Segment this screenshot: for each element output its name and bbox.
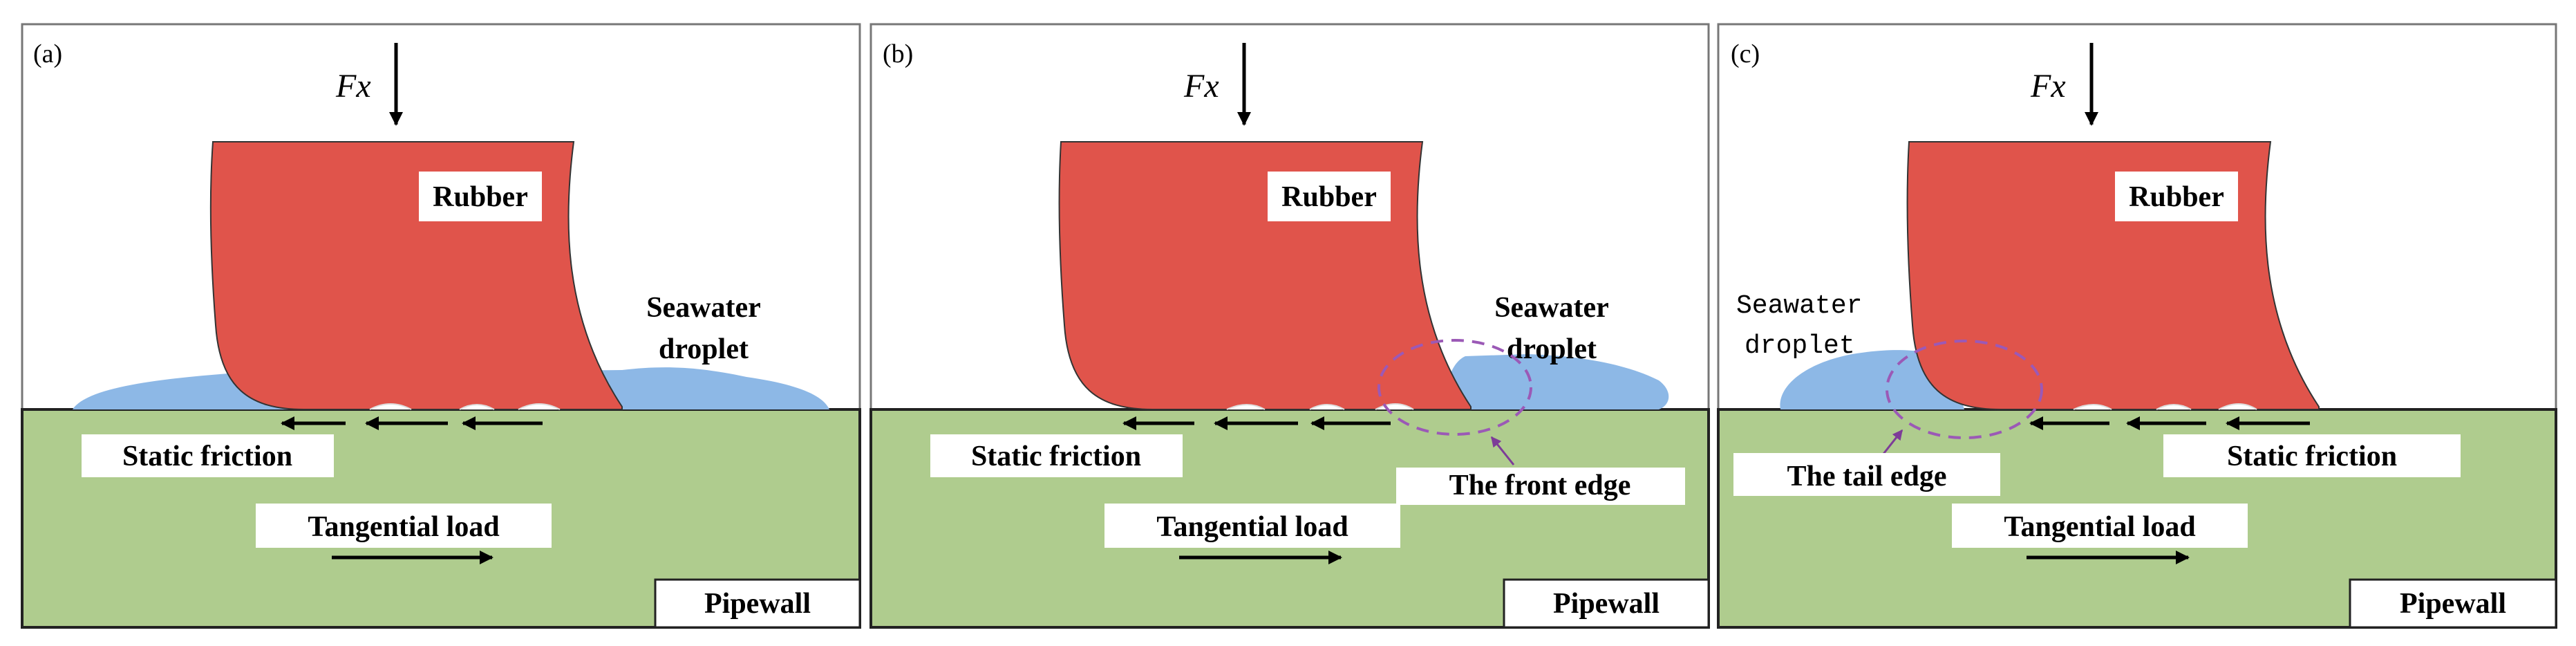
- tangential-load-box: [1104, 504, 1400, 548]
- front-edge-highlight: [1378, 339, 1532, 436]
- droplet-label-line1: Seawater: [1494, 292, 1609, 324]
- tail-edge-pointer: [1880, 429, 1903, 457]
- pipewall-label: Pipewall: [704, 588, 811, 620]
- static-friction-label: Static friction: [971, 441, 1141, 472]
- panel-a: (a) Fx Rubber Seawater droplet Static fr…: [21, 23, 861, 629]
- contact-bumps: [369, 403, 561, 410]
- tangential-load-label: Tangential load: [308, 511, 499, 543]
- contact-bumps: [1226, 403, 1414, 410]
- droplet-label-line2: droplet: [1507, 333, 1597, 365]
- panel-b: (b) Fx Rubber Seawater droplet Static fr…: [869, 23, 1710, 629]
- seawater-droplet: [1445, 354, 1669, 409]
- force-label: Fx: [2030, 68, 2066, 104]
- pipewall-label-box: [2349, 578, 2557, 629]
- droplet-label-line2: droplet: [1745, 331, 1855, 361]
- tangential-load-box: [1952, 504, 2248, 548]
- pipewall-label: Pipewall: [2400, 588, 2506, 620]
- pipewall-label-box: [654, 578, 861, 629]
- rubber-block: [1906, 141, 2320, 410]
- panel-tag: (b): [883, 39, 913, 68]
- contact-bumps: [2073, 403, 2257, 410]
- force-label: Fx: [1183, 68, 1219, 104]
- droplet-label-line1: Seawater: [1736, 291, 1862, 321]
- droplet-label-line2: droplet: [659, 333, 749, 365]
- tangential-load-label: Tangential load: [2004, 511, 2195, 543]
- rubber-label: Rubber: [433, 181, 528, 213]
- tail-edge-highlight: [1886, 340, 2043, 439]
- static-friction-box: [2163, 434, 2461, 477]
- pipewall-label-box: [1503, 578, 1710, 629]
- panel-tag: (c): [1731, 39, 1760, 68]
- front-edge-label: The front edge: [1449, 470, 1631, 501]
- rubber-label: Rubber: [2129, 181, 2224, 213]
- static-friction-label: Static friction: [122, 441, 292, 472]
- tangential-load-label: Tangential load: [1156, 511, 1348, 543]
- static-friction-box: [930, 434, 1183, 477]
- tail-edge-box: [1733, 453, 2000, 496]
- static-friction-box: [82, 434, 334, 477]
- panel-tag: (a): [33, 39, 62, 68]
- droplet-label-line1: Seawater: [646, 292, 761, 324]
- front-edge-box: [1396, 468, 1685, 505]
- panel-c: (c) Fx Rubber Seawater droplet The tail …: [1717, 23, 2557, 629]
- rubber-label-box: [2115, 172, 2238, 221]
- force-label: Fx: [335, 68, 371, 104]
- pipewall-label: Pipewall: [1553, 588, 1660, 620]
- front-edge-pointer: [1490, 436, 1515, 465]
- seawater-droplet: [1780, 350, 1964, 409]
- rubber-label: Rubber: [1281, 181, 1377, 213]
- tangential-load-box: [256, 504, 552, 548]
- rubber-label-box: [419, 172, 542, 221]
- static-friction-label: Static friction: [2227, 441, 2397, 472]
- rubber-block: [209, 141, 623, 410]
- rubber-block: [1058, 141, 1472, 410]
- tail-edge-label: The tail edge: [1787, 461, 1947, 492]
- rubber-label-box: [1268, 172, 1391, 221]
